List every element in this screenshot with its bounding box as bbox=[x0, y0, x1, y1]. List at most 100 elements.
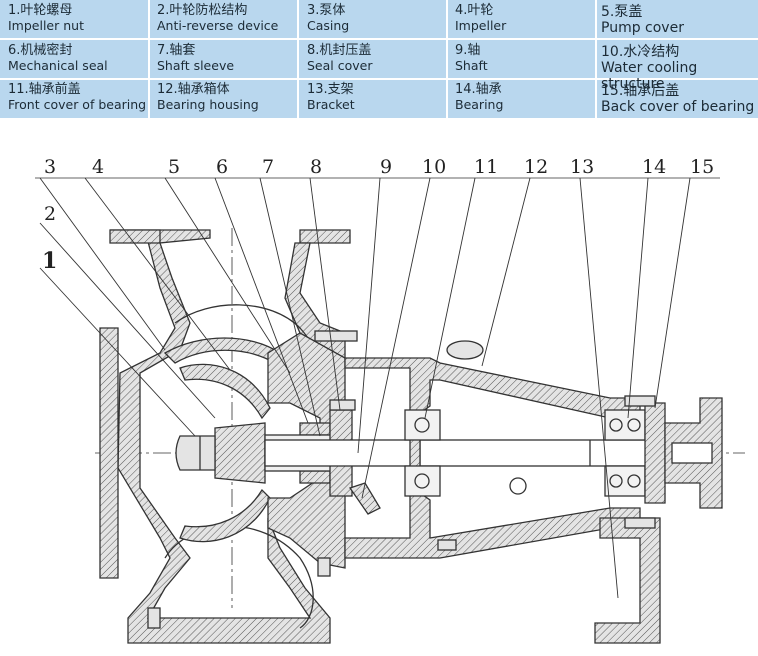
legend-item-en: Bearing bbox=[455, 96, 504, 112]
leader-2 bbox=[39, 222, 216, 419]
leader-3 bbox=[39, 177, 166, 351]
legend-item-zh: 5.泵盖 bbox=[601, 4, 643, 20]
front-bearing-lower bbox=[404, 465, 441, 497]
discharge-flange bbox=[109, 229, 351, 244]
impeller-vane-upper bbox=[179, 363, 271, 420]
legend-item-water-cooling-structure: 10.水冷结构 Water cooling structure bbox=[601, 44, 758, 92]
legend-item-impeller-nut: 1.叶轮螺母 Impeller nut bbox=[8, 3, 84, 33]
pump-cross-section-drawing: 1 2 3 4 5 6 7 8 9 10 11 12 13 14 15 bbox=[35, 156, 745, 644]
legend-item-en: Shaft bbox=[455, 57, 488, 73]
legend-item-en: Shaft sleeve bbox=[157, 57, 235, 73]
callout-9: 9 bbox=[380, 156, 392, 178]
pump-cover bbox=[267, 332, 346, 569]
callout-11: 11 bbox=[474, 156, 498, 178]
legend-item-bearing-housing: 12.轴承箱体 Bearing housing bbox=[157, 82, 259, 112]
legend-item-zh: 12.轴承箱体 bbox=[157, 82, 230, 97]
impeller-nut bbox=[175, 435, 216, 471]
bolt bbox=[147, 607, 161, 629]
rear-bearing-ball bbox=[609, 418, 623, 432]
leader-7 bbox=[259, 177, 321, 437]
legend-item-en: Back cover of bearing bbox=[601, 99, 755, 116]
back-cover-of-bearing bbox=[644, 402, 666, 504]
vent-plug bbox=[446, 340, 484, 360]
bolt bbox=[624, 517, 656, 529]
bolt bbox=[314, 330, 358, 342]
rear-bearing bbox=[604, 409, 646, 441]
mechanical-seal bbox=[299, 422, 331, 436]
suction-flange bbox=[99, 327, 119, 579]
legend-item-en: Impeller nut bbox=[8, 17, 84, 33]
legend-item-en: Mechanical seal bbox=[8, 57, 108, 73]
legend-item-zh: 2.叶轮防松结构 bbox=[157, 3, 248, 18]
legend-item-anti-reverse-device: 2.叶轮防松结构 Anti-reverse device bbox=[157, 3, 278, 33]
leader-9 bbox=[357, 177, 381, 454]
front-bearing-ball-lower bbox=[414, 473, 430, 489]
rear-bearing-ball bbox=[627, 418, 641, 432]
front-bearing bbox=[404, 409, 441, 441]
bolt bbox=[317, 557, 331, 577]
legend-item-en: Impeller bbox=[455, 17, 507, 33]
oil-sight bbox=[509, 477, 527, 495]
legend-item-zh: 14.轴承 bbox=[455, 82, 502, 97]
legend-item-front-cover-of-bearing: 11.轴承前盖 Front cover of bearing bbox=[8, 82, 147, 112]
front-bearing-ball bbox=[414, 417, 430, 433]
legend-item-zh: 13.支架 bbox=[307, 82, 354, 97]
legend-item-mechanical-seal: 6.机械密封 Mechanical seal bbox=[8, 43, 108, 73]
legend-row-divider bbox=[0, 38, 758, 40]
callout-13: 13 bbox=[570, 156, 594, 178]
legend-col-divider bbox=[297, 0, 299, 118]
rear-bearing-ball-lower bbox=[609, 474, 623, 488]
callout-3: 3 bbox=[44, 156, 56, 178]
bracket bbox=[594, 517, 661, 644]
legend-item-en: Seal cover bbox=[307, 57, 373, 73]
callout-1: 1 bbox=[42, 248, 57, 274]
legend-item-zh: 7.轴套 bbox=[157, 43, 196, 58]
legend-col-divider bbox=[446, 0, 448, 118]
legend-item-zh: 10.水冷结构 bbox=[601, 44, 680, 60]
legend-item-pump-cover: 5.泵盖 Pump cover bbox=[601, 4, 684, 36]
rear-bearing-ball-lower bbox=[627, 474, 641, 488]
legend-item-zh: 1.叶轮螺母 bbox=[8, 3, 73, 18]
legend-item-en: Pump cover bbox=[601, 20, 684, 37]
leader-5 bbox=[164, 177, 291, 374]
callout-12: 12 bbox=[524, 156, 548, 178]
legend-col-divider bbox=[595, 0, 597, 118]
rear-bearing-lower bbox=[604, 465, 646, 497]
bolt bbox=[329, 399, 356, 411]
callout-15: 15 bbox=[690, 156, 714, 178]
leader-8 bbox=[309, 177, 341, 411]
legend-row-divider bbox=[0, 78, 758, 80]
leader-1 bbox=[39, 267, 196, 437]
legend-item-shaft-sleeve: 7.轴套 Shaft sleeve bbox=[157, 43, 235, 73]
callout-8: 8 bbox=[310, 156, 322, 178]
mechanical-seal-lower bbox=[299, 470, 331, 484]
legend-item-en: Bearing housing bbox=[157, 96, 259, 112]
leader-15 bbox=[654, 177, 691, 409]
coupling-keyway bbox=[671, 442, 713, 464]
legend-item-back-cover-of-bearing: 15.轴承后盖 Back cover of bearing bbox=[601, 83, 754, 115]
leader-10 bbox=[361, 177, 431, 499]
impeller-vane-lower bbox=[179, 488, 271, 543]
callout-6: 6 bbox=[216, 156, 228, 178]
legend-item-en: Casing bbox=[307, 17, 350, 33]
legend-item-impeller: 4.叶轮 Impeller bbox=[455, 3, 507, 33]
legend-item-casing: 3.泵体 Casing bbox=[307, 3, 350, 33]
legend-col-divider bbox=[148, 0, 150, 118]
callout-4: 4 bbox=[92, 156, 104, 178]
legend-item-en: Water cooling structure bbox=[601, 60, 698, 93]
legend-item-zh: 4.叶轮 bbox=[455, 3, 494, 18]
callout-14: 14 bbox=[642, 156, 666, 178]
legend-item-shaft: 9.轴 Shaft bbox=[455, 43, 488, 73]
leader-13 bbox=[579, 177, 619, 599]
legend-item-zh: 6.机械密封 bbox=[8, 43, 73, 58]
callout-10: 10 bbox=[422, 156, 446, 178]
parts-legend: 1.叶轮螺母 Impeller nut 2.叶轮防松结构 Anti-revers… bbox=[0, 0, 758, 118]
leader-11 bbox=[424, 177, 476, 419]
legend-item-en: Bracket bbox=[307, 96, 355, 112]
legend-item-zh: 15.轴承后盖 bbox=[601, 83, 680, 99]
callout-leaders bbox=[35, 177, 720, 599]
legend-item-bracket: 13.支架 Bracket bbox=[307, 82, 355, 112]
drawing-geometry bbox=[95, 228, 745, 644]
legend-item-en: Front cover of bearing bbox=[8, 96, 147, 112]
impeller-hub bbox=[214, 422, 266, 484]
